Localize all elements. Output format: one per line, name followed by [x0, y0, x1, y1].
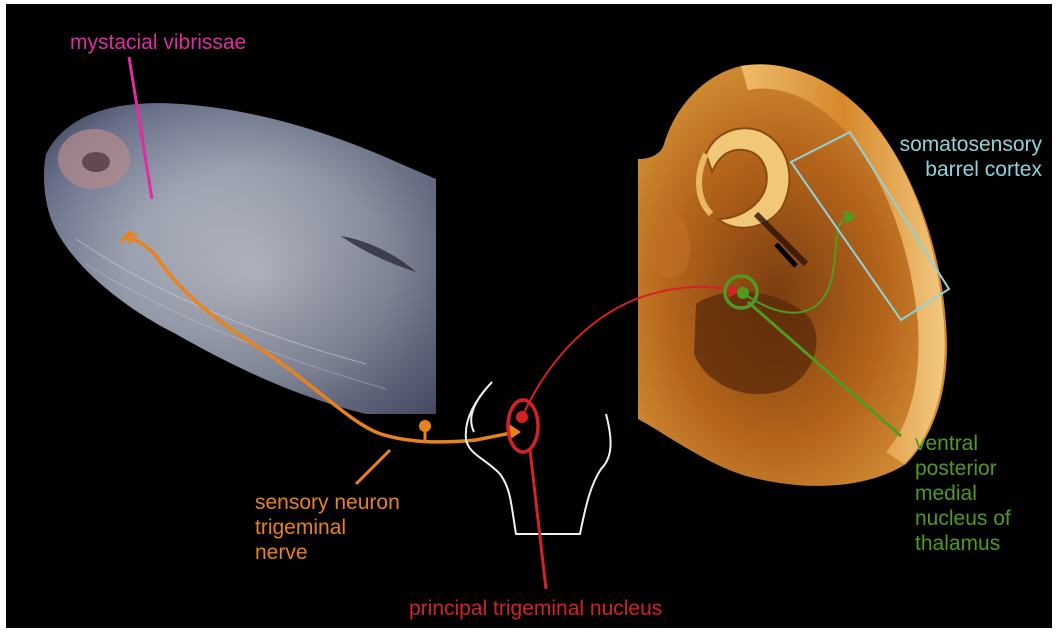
- ganglion-cell-body-icon: [419, 420, 431, 432]
- trigeminal-nucleus-ellipse: [508, 400, 538, 452]
- rat-head-photo: [44, 103, 436, 414]
- brain-slice-image: [638, 64, 947, 486]
- sensory-neuron-label: sensory neuron trigeminal nerve: [255, 490, 400, 565]
- brain-outer-cortex: [638, 64, 947, 486]
- sensory-neuron-pointer-line: [356, 450, 390, 484]
- vibrissae-label: mystacial vibrissae: [70, 30, 246, 55]
- diagram-svg: [6, 4, 1052, 628]
- barrel-cortex-label: somatosensory barrel cortex: [792, 132, 1042, 182]
- trigeminal-nucleus-pointer-line: [530, 450, 546, 589]
- trigeminal-nucleus-label: principal trigeminal nucleus: [409, 596, 662, 621]
- thalamus-label: ventral posterior medial nucleus of thal…: [915, 431, 1011, 556]
- diagram-canvas: mystacial vibrissae sensory neuron trige…: [6, 4, 1052, 628]
